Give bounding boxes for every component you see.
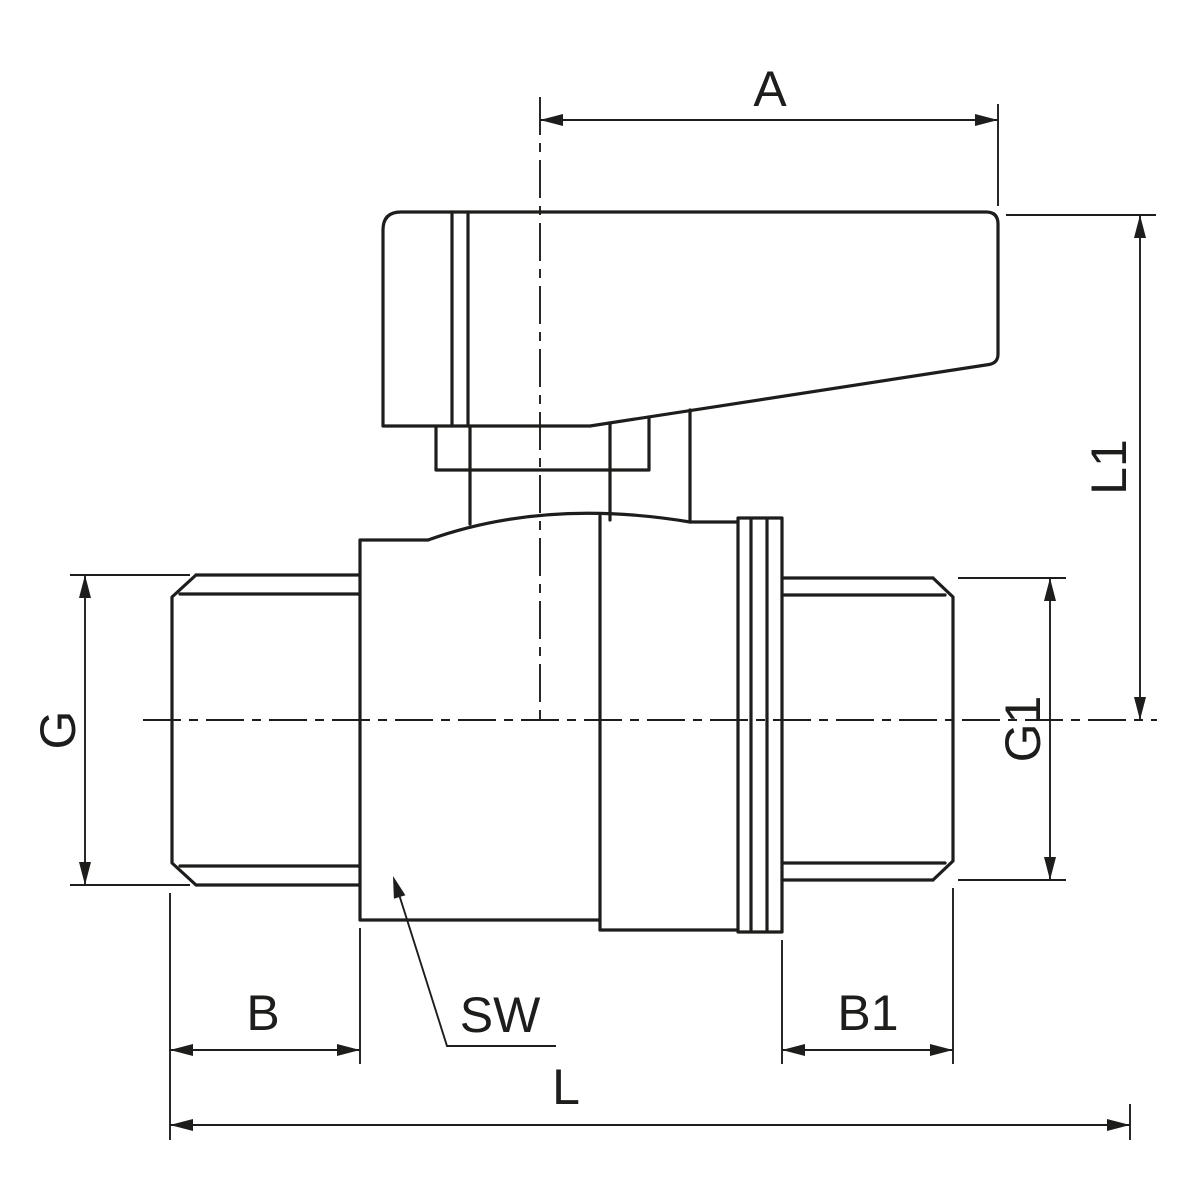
dim-label-b1: B1	[837, 985, 898, 1041]
handle-outline	[381, 210, 1000, 428]
dimension-g1: G1	[958, 577, 1066, 881]
right-threaded-end	[780, 576, 955, 882]
valve-neck	[434, 408, 692, 526]
dim-g-lines	[70, 574, 190, 886]
dim-a-lines	[540, 104, 999, 206]
dim-a-arrow-right	[975, 114, 998, 126]
dim-l1-lines	[1006, 214, 1156, 720]
dim-l-lines	[170, 1104, 1131, 1140]
dim-b-arrow-right	[337, 1044, 360, 1056]
dim-g1-arrow-bottom	[1044, 857, 1056, 880]
dim-label-g: G	[30, 711, 86, 750]
right-thread-outline	[780, 576, 955, 882]
dim-label-a: A	[753, 61, 787, 117]
sw-callout: SW	[393, 876, 556, 1047]
valve-body	[358, 511, 740, 932]
dimension-l: L	[170, 1059, 1131, 1140]
dim-label-g1: G1	[995, 696, 1051, 763]
dim-l1-arrow-bottom	[1134, 697, 1146, 720]
dimension-l1: L1	[1006, 214, 1156, 720]
dim-b-lines	[169, 893, 361, 1140]
dim-label-l1: L1	[1081, 439, 1137, 495]
valve-handle	[381, 210, 1000, 428]
dim-g1-lines	[958, 577, 1066, 881]
left-thread-minor-lines	[178, 592, 362, 868]
left-thread-outline	[170, 573, 362, 887]
stem-edges	[468, 408, 692, 526]
dim-b1-arrow-right	[930, 1044, 953, 1056]
dim-b1-lines	[781, 888, 954, 1064]
union-collar	[736, 516, 784, 934]
dimension-b1: B1	[781, 888, 954, 1064]
dim-g1-arrow-top	[1044, 578, 1056, 601]
centerlines	[143, 97, 1157, 721]
dim-l-arrow-left	[170, 1119, 193, 1131]
dim-l-arrow-right	[1107, 1119, 1130, 1131]
dim-b-arrow-left	[170, 1044, 193, 1056]
dimension-b: B	[169, 893, 361, 1140]
dim-b1-arrow-left	[782, 1044, 805, 1056]
right-thread-minor-lines	[780, 593, 947, 865]
collar-outline	[736, 516, 784, 934]
handle-boss-edges	[450, 210, 470, 428]
body-outline	[358, 514, 740, 932]
label-sw: SW	[460, 987, 541, 1043]
dimension-a: A	[540, 61, 999, 206]
dim-l1-arrow-top	[1134, 215, 1146, 238]
dim-a-arrow-left	[540, 114, 563, 126]
dimension-g: G	[30, 574, 190, 886]
dim-label-b: B	[246, 985, 279, 1041]
body-dome-arc	[426, 511, 692, 542]
dim-label-l: L	[552, 1059, 580, 1115]
sw-leader-arrow	[393, 876, 406, 899]
left-threaded-end	[170, 573, 362, 887]
dim-g-arrow-top	[79, 575, 91, 598]
dim-g-arrow-bottom	[79, 862, 91, 885]
sw-leader-line	[396, 887, 556, 1047]
